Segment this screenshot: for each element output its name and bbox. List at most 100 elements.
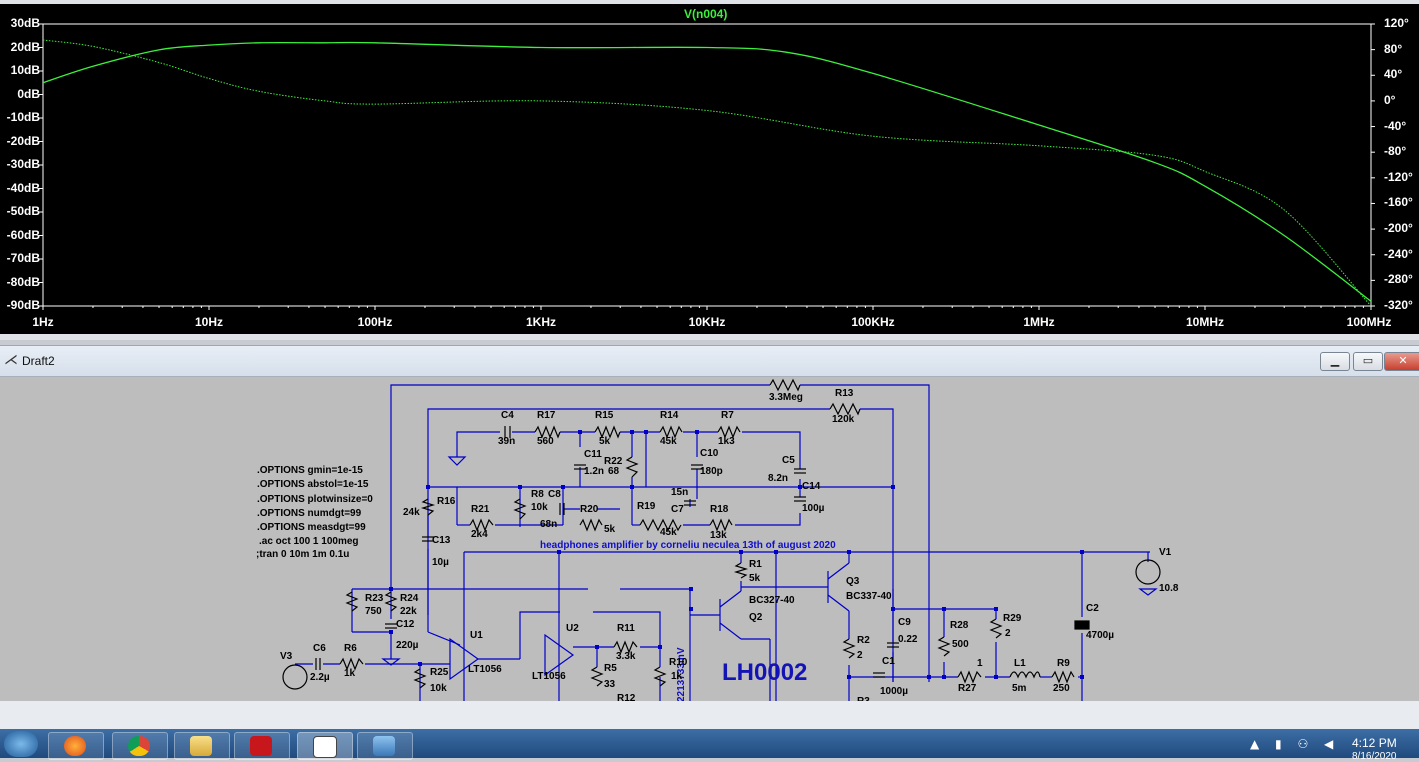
system-tray[interactable]: ▲ ▮ ⚇ ◀	[1250, 737, 1340, 751]
label-r11-value[interactable]: 3.3k	[616, 651, 636, 662]
label-c12-value[interactable]: 220µ	[396, 640, 419, 651]
maximize-button[interactable]: ▭	[1353, 352, 1383, 371]
label-u2-value[interactable]: LT1056	[532, 671, 566, 682]
label-r1-value[interactable]: 5k	[749, 573, 761, 584]
label-v1-value[interactable]: 10.8	[1159, 583, 1179, 594]
label-c10-value[interactable]: 180p	[700, 466, 723, 477]
label-v1[interactable]: V1	[1159, 547, 1172, 558]
clock-date[interactable]: 8/16/2020	[1352, 751, 1397, 762]
label-c11-value[interactable]: 1.2n	[584, 466, 605, 477]
spice-directive-line[interactable]: .OPTIONS plotwinsize=0	[257, 494, 373, 505]
label-r27[interactable]: R27	[958, 683, 977, 694]
label-r22-value[interactable]: 68	[608, 466, 620, 477]
label-c6[interactable]: C6	[313, 643, 326, 654]
label-r23[interactable]: R23	[365, 593, 384, 604]
taskbar-chrome[interactable]	[112, 732, 168, 760]
label-r25[interactable]: R25	[430, 667, 449, 678]
taskbar-pictures[interactable]	[357, 732, 413, 760]
label-c2-value[interactable]: 4700µ	[1086, 630, 1115, 641]
label-r17[interactable]: R17	[537, 410, 556, 421]
label-c13[interactable]: C13	[432, 535, 451, 546]
label-r20-value[interactable]: 5k	[604, 524, 616, 535]
label-u1[interactable]: U1	[470, 630, 483, 641]
label-r27-value[interactable]: 1	[977, 658, 983, 669]
label-r7-value[interactable]: 1k3	[718, 436, 735, 447]
minimize-button[interactable]: ▁	[1320, 352, 1350, 371]
clock-time[interactable]: 4:12 PM	[1352, 736, 1397, 750]
label-r11[interactable]: R11	[617, 623, 635, 634]
label-c12[interactable]: C12	[396, 619, 415, 630]
label-r8[interactable]: R8	[531, 489, 544, 500]
lh0002-label[interactable]: LH0002	[722, 659, 808, 686]
label-r18[interactable]: R18	[710, 504, 729, 515]
label-u1-value[interactable]: LT1056	[468, 664, 502, 675]
label-r23-value[interactable]: 750	[365, 606, 382, 617]
label-r20[interactable]: R20	[580, 504, 599, 515]
label-c8[interactable]: C8	[548, 489, 561, 500]
label-l1[interactable]: L1	[1014, 658, 1026, 669]
spice-directive-line[interactable]: ;tran 0 10m 1m 0.1u	[256, 549, 350, 560]
label-u2[interactable]: U2	[566, 623, 579, 634]
label-r24-value[interactable]: 22k	[400, 606, 417, 617]
label-r29[interactable]: R29	[1003, 613, 1022, 624]
label-q2[interactable]: Q2	[749, 612, 763, 623]
label-c4[interactable]: C4	[501, 410, 514, 421]
label-r12[interactable]: R12	[617, 693, 636, 702]
label-q3[interactable]: Q3	[846, 576, 860, 587]
label-c2[interactable]: C2	[1086, 603, 1099, 614]
label-r13-value[interactable]: 120k	[832, 414, 855, 425]
label-r5[interactable]: R5	[604, 663, 617, 674]
label-r21[interactable]: R21	[471, 504, 490, 515]
label-r10-value[interactable]: 1k	[671, 671, 683, 682]
schematic-heading[interactable]: headphones amplifier by corneliu neculea…	[540, 540, 836, 551]
label-q3-value[interactable]: BC337-40	[846, 591, 892, 602]
label-r19[interactable]: R19	[637, 501, 656, 512]
label-3-3meg[interactable]: 3.3Meg	[769, 392, 803, 403]
schematic-canvas[interactable]: .OPTIONS gmin=1e-15 .OPTIONS abstol=1e-15…	[0, 377, 1419, 702]
spice-directive-line[interactable]: .OPTIONS numdgt=99	[257, 508, 362, 519]
close-button[interactable]: ✕	[1384, 352, 1419, 371]
taskbar-ltspice[interactable]	[297, 732, 353, 760]
label-c1[interactable]: C1	[882, 656, 895, 667]
label-c6-value[interactable]: 2.2µ	[310, 672, 330, 683]
label-r13[interactable]: R13	[835, 388, 854, 399]
spice-directive-line[interactable]: .ac oct 100 1 100meg	[259, 536, 359, 547]
label-q2-value[interactable]: BC327-40	[749, 595, 795, 606]
label-r21-value[interactable]: 2k4	[471, 529, 488, 540]
label-c9-value[interactable]: 0.22	[898, 634, 918, 645]
label-c13-value[interactable]: 10µ	[432, 557, 449, 568]
label-r10[interactable]: R10	[669, 657, 688, 668]
label-r14-value[interactable]: 45k	[660, 436, 677, 447]
label-c9[interactable]: C9	[898, 617, 911, 628]
label-c14[interactable]: C14	[802, 481, 821, 492]
label-r6-value[interactable]: 1k	[344, 668, 356, 679]
label-r16[interactable]: R16	[437, 496, 456, 507]
label-r2-value[interactable]: 2	[857, 650, 863, 661]
label-r28[interactable]: R28	[950, 620, 969, 631]
label-r15[interactable]: R15	[595, 410, 614, 421]
label-r9[interactable]: R9	[1057, 658, 1070, 669]
label-r19-value[interactable]: 45k	[660, 527, 677, 538]
label-l1-value[interactable]: 5m	[1012, 683, 1027, 694]
label-c11[interactable]: C11	[584, 449, 602, 460]
label-c1-value[interactable]: 1000µ	[880, 686, 909, 697]
label-r29-value[interactable]: 2	[1005, 628, 1011, 639]
label-r18-value[interactable]: 13k	[710, 530, 727, 541]
spice-directive-line[interactable]: .OPTIONS abstol=1e-15	[257, 479, 369, 490]
bode-plot[interactable]	[0, 4, 1419, 334]
label-v3[interactable]: V3	[280, 651, 293, 662]
label-c5[interactable]: C5	[782, 455, 795, 466]
label-r22[interactable]: R22	[604, 456, 623, 467]
taskbar-firefox[interactable]	[48, 732, 104, 760]
label-r9-value[interactable]: 250	[1053, 683, 1070, 694]
taskbar-pdf[interactable]	[234, 732, 290, 760]
label-c7-value[interactable]: 15n	[671, 487, 689, 498]
label-c10[interactable]: C10	[700, 448, 719, 459]
spice-directive-line[interactable]: .OPTIONS gmin=1e-15	[257, 465, 363, 476]
label-c7[interactable]: C7	[671, 504, 684, 515]
label-r25-value[interactable]: 10k	[430, 683, 447, 694]
taskbar-explorer[interactable]	[174, 732, 230, 760]
label-c4-value[interactable]: 39n	[498, 436, 516, 447]
label-r3[interactable]: R3	[857, 696, 870, 702]
